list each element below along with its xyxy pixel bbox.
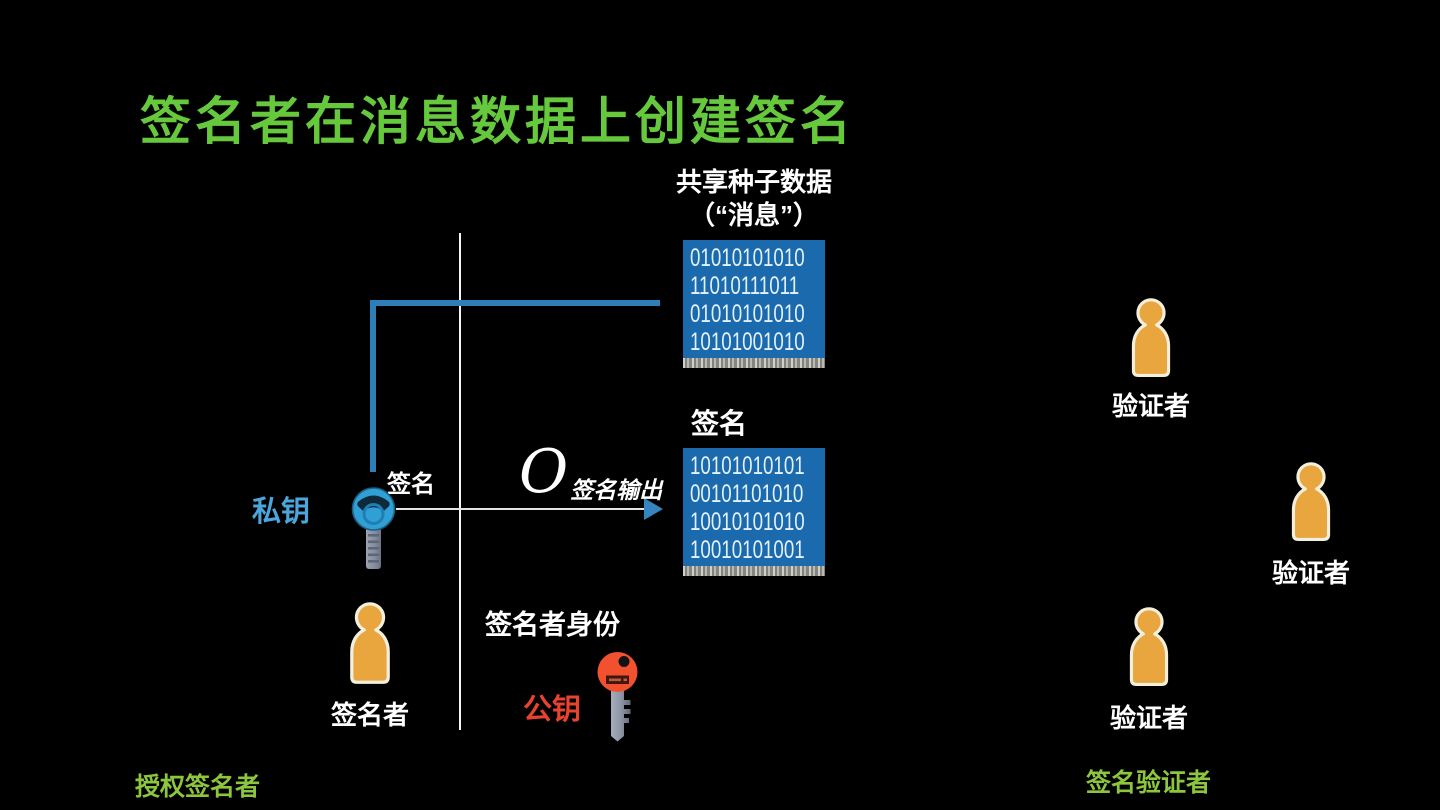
message-box-base-strip [683, 358, 825, 368]
signature-binary-row: 10010101010 [690, 508, 805, 536]
private-key-label: 私钥 [252, 496, 311, 528]
signer-person-icon [350, 602, 390, 684]
message-binary-row: 10101001010 [690, 328, 805, 356]
signer-label: 签名者 [330, 700, 409, 730]
page-title: 签名者在消息数据上创建签名 [140, 93, 856, 150]
signature-binary-row: 10010101001 [690, 536, 805, 564]
verifier-label: 验证者 [1271, 558, 1350, 588]
connector-blue-horizontal [370, 300, 660, 306]
verifier-person-icon [1129, 607, 1169, 686]
output-symbol: O [519, 437, 569, 507]
message-label: 共享种子数据 （“消息”） [640, 166, 868, 232]
verifier-label: 验证者 [1111, 391, 1190, 421]
message-label-line2: （“消息”） [688, 200, 819, 230]
message-data-box: 01010101010 11010111011 01010101010 1010… [683, 240, 825, 358]
message-label-line1: 共享种子数据 [675, 167, 832, 197]
output-subscript: 签名输出 [570, 477, 663, 503]
footer-signature-verifiers-label: 签名验证者 [1086, 769, 1212, 797]
verifier-person-icon [1291, 462, 1331, 541]
message-binary-row: 01010101010 [690, 300, 805, 328]
signature-box-base-strip [683, 566, 825, 576]
public-key-icon [597, 652, 638, 742]
message-binary-row: 11010111011 [690, 272, 800, 300]
vertical-divider-line [459, 233, 461, 730]
signature-label: 签名 [691, 408, 748, 439]
signature-binary-row: 00101101010 [690, 480, 804, 508]
verifier-label: 验证者 [1109, 703, 1188, 733]
connector-blue-vertical [370, 300, 376, 472]
signature-output-formula: O 签名输出 [519, 437, 663, 507]
signature-output-arrow-line [396, 508, 646, 510]
private-key-icon [351, 487, 396, 569]
signer-identity-label: 签名者身份 [485, 610, 620, 640]
footer-authorized-signer-label: 授权签名者 [135, 773, 261, 801]
public-key-label: 公钥 [523, 694, 582, 726]
signature-output-arrow-head [644, 498, 663, 520]
sign-action-label: 签名 [387, 471, 435, 498]
signature-data-box: 10101010101 00101101010 10010101010 1001… [683, 448, 825, 566]
message-binary-row: 01010101010 [690, 244, 805, 272]
signature-binary-row: 10101010101 [690, 452, 805, 480]
verifier-person-icon [1131, 298, 1171, 377]
